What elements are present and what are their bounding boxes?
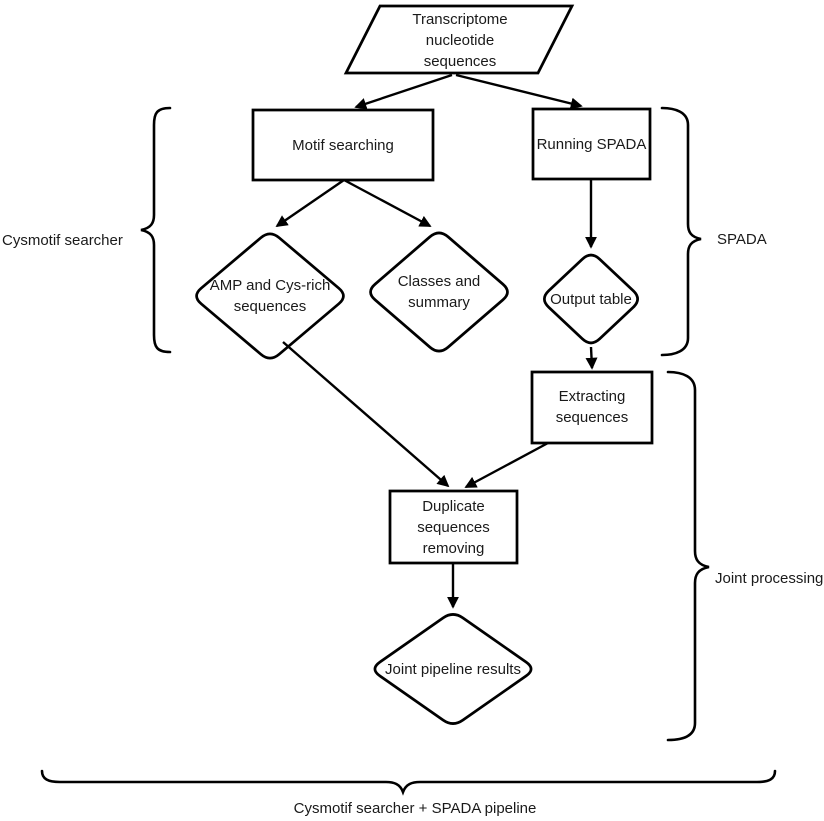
node-joint-results-diamond [373, 613, 533, 725]
edge-output-to-extracting [585, 346, 598, 370]
label-classes-summary: Classes and summary [397, 273, 481, 311]
brace-spada [660, 106, 702, 357]
edge-transcriptome-to-motif [354, 73, 453, 110]
node-motif-searching-rect [251, 108, 435, 182]
label-group-joint-processing: Joint processing [715, 569, 824, 587]
node-extracting-sequences-rect [530, 370, 654, 445]
node-duplicate-removing-rect [388, 489, 519, 565]
label-transcriptome: Transcriptome nucleotide sequences [412, 10, 508, 70]
label-running-spada: Running SPADA [536, 135, 647, 153]
edge-transcriptome-to-spada [455, 73, 583, 110]
label-joint-results: Joint pipeline results [385, 660, 521, 678]
edge-motif-to-amp [275, 179, 345, 228]
edge-extracting-to-duplicate [464, 441, 549, 489]
node-classes-summary-diamond [369, 231, 509, 353]
label-extracting-sequences: Extracting sequences [555, 388, 629, 426]
label-group-cysmotif-searcher: Cysmotif searcher [2, 231, 123, 249]
label-group-full-pipeline: Cysmotif searcher + SPADA pipeline [293, 799, 537, 817]
label-output-table: Output table [550, 290, 632, 308]
node-output-table-diamond [543, 253, 639, 345]
label-group-spada: SPADA [717, 230, 767, 248]
edge-motif-to-classes [343, 178, 432, 228]
brace-cysmotif-searcher [140, 106, 172, 354]
label-motif-searching: Motif searching [292, 136, 394, 154]
node-amp-cys-rich-diamond [195, 232, 345, 360]
brace-full-pipeline [40, 769, 777, 796]
brace-joint-processing [666, 370, 710, 742]
edge-amp-to-duplicate [282, 341, 450, 488]
node-transcriptome-parallelogram [343, 4, 575, 75]
label-amp-cys-rich: AMP and Cys-rich sequences [209, 277, 331, 315]
label-duplicate-removing: Duplicate sequences removing [417, 497, 490, 557]
